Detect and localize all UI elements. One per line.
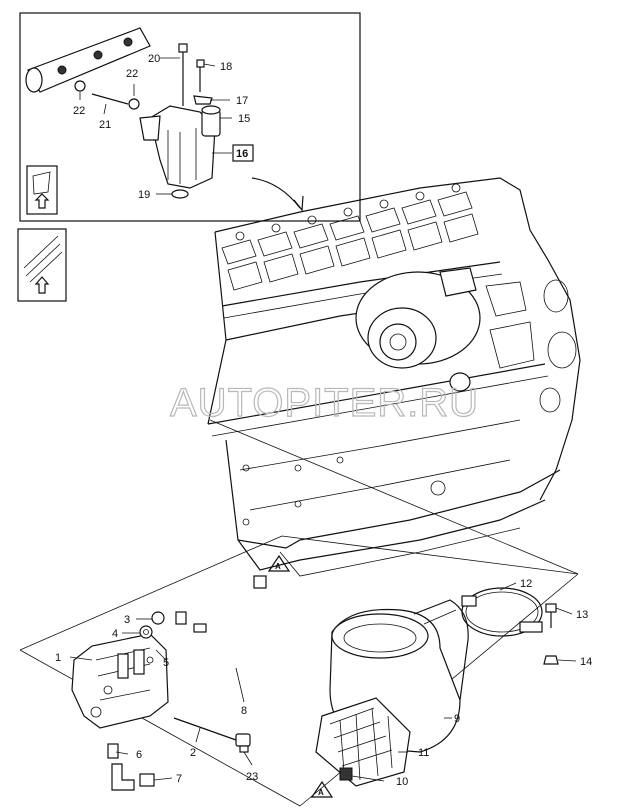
view-reference-box: [26, 165, 58, 215]
callout-13: 13: [576, 609, 588, 621]
fuel-rail-part: [25, 27, 151, 93]
callout-4: 4: [112, 628, 118, 640]
clamp-bolt-part: [545, 603, 557, 628]
callout-11: 11: [418, 747, 429, 759]
sensor-part: [201, 105, 221, 137]
callout-6: 6: [136, 749, 142, 761]
callout-1: 1: [55, 652, 61, 664]
svg-text:A: A: [318, 788, 324, 797]
rod-part: [173, 717, 237, 741]
elbow-fitting-part: [111, 763, 155, 791]
warning-triangle-icon: A: [310, 780, 334, 798]
injector-body-part: [139, 105, 216, 189]
bolt-part: [91, 93, 129, 105]
callout-15: 15: [238, 113, 250, 125]
view-direction-arrow-icon: [251, 177, 301, 209]
callout-18: 18: [220, 61, 232, 73]
fitting-part: [107, 743, 119, 759]
callout-20: 20: [148, 53, 160, 65]
callout-17: 17: [236, 95, 248, 107]
callout-8: 8: [241, 705, 247, 717]
callout-10: 10: [396, 776, 408, 788]
callout-14: 14: [580, 656, 592, 668]
cap-part: [151, 611, 165, 625]
callout-19: 19: [138, 189, 150, 201]
valve-block-part: [71, 633, 169, 729]
o-ring-part: [171, 189, 189, 199]
actuator-part: [315, 697, 411, 787]
callout-5: 5: [163, 657, 169, 669]
nut-part: [543, 655, 559, 665]
callout-7: 7: [176, 773, 182, 785]
watermark: AUTOPITER.RU: [170, 381, 479, 425]
hose-part: [175, 575, 272, 671]
exploded-view-frame: [19, 535, 579, 807]
callout-12: 12: [520, 578, 532, 590]
turbo-housing: [355, 267, 481, 392]
warning-triangle-icon: A: [267, 554, 291, 572]
view-reference-box-2: [17, 228, 67, 302]
arrow-up-icon: [34, 193, 50, 209]
callout-3: 3: [124, 614, 130, 626]
callout-23: 23: [246, 771, 258, 783]
engine-block: [207, 177, 581, 577]
callout-9: 9: [454, 713, 460, 725]
long-bolt-part: [178, 43, 188, 106]
washer-part: [74, 80, 86, 92]
callout-2: 2: [190, 747, 196, 759]
end-cap-part: [235, 733, 251, 753]
svg-text:A: A: [275, 562, 281, 571]
screw-part: [196, 59, 205, 92]
callout-16: 16: [236, 148, 248, 160]
callout-22-left: 22: [73, 105, 85, 117]
callout-21: 21: [99, 119, 111, 131]
clamp-band-part: [461, 587, 543, 637]
arrow-up-icon: [34, 276, 50, 294]
callout-22: 22: [126, 68, 138, 80]
clip-part: [193, 95, 213, 105]
inset-detail-view: 20 18 22 17 22 15 21 16 19: [19, 12, 361, 222]
